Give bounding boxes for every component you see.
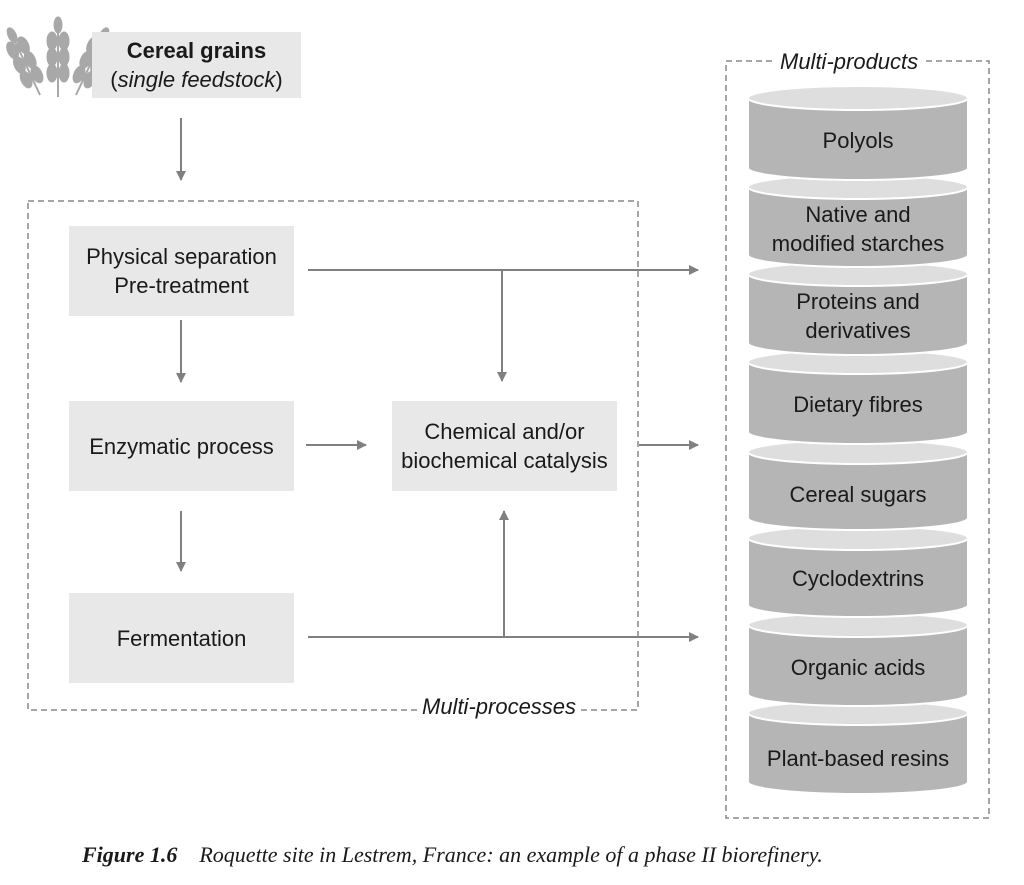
caption-text: Roquette site in Lestrem, France: an exa… <box>199 842 823 867</box>
product-label-cyclodextrins: Cyclodextrins <box>748 548 968 608</box>
product-text: Plant-based resins <box>766 745 950 771</box>
figure-number: Figure 1.6 <box>82 842 178 867</box>
enzymatic-label: Enzymatic process <box>89 433 274 459</box>
catalysis-box: Chemical and/or biochemical catalysis <box>392 401 617 491</box>
physical-separation-box: Physical separation Pre-treatment <box>69 226 294 316</box>
paren-close: ) <box>275 67 283 92</box>
catalysis-line-2: biochemical catalysis <box>401 448 608 473</box>
product-text: Polyols <box>822 127 894 153</box>
feedstock-subtitle: single feedstock <box>117 67 276 92</box>
cylinder-polyols <box>747 85 969 181</box>
physical-line-1: Physical separation <box>86 244 277 269</box>
product-label-polyols: Polyols <box>748 110 968 170</box>
cylinder-cyclodextrins <box>747 525 969 618</box>
multi-processes-frame <box>27 200 639 711</box>
cylinder-organic-acids <box>747 612 969 707</box>
product-text: derivatives <box>805 318 911 343</box>
product-label-starches: Native and modified starches <box>748 199 968 259</box>
cylinder-dietary-fibres <box>747 349 969 445</box>
cylinder-proteins <box>747 261 969 356</box>
feedstock-box: Cereal grains (single feedstock) <box>92 32 301 98</box>
feedstock-subtitle-line: (single feedstock) <box>110 65 282 94</box>
feedstock-title: Cereal grains <box>126 38 267 63</box>
product-stack <box>747 85 969 795</box>
product-text: Cyclodextrins <box>791 565 925 591</box>
product-text: modified starches <box>771 231 945 256</box>
paren-open: ( <box>110 67 118 92</box>
fermentation-label: Fermentation <box>116 625 247 651</box>
product-label-dietary-fibres: Dietary fibres <box>748 374 968 434</box>
product-label-proteins: Proteins and derivatives <box>748 286 968 346</box>
fermentation-box: Fermentation <box>69 593 294 683</box>
cylinder-starches <box>747 174 969 268</box>
catalysis-line-1: Chemical and/or <box>424 419 585 444</box>
enzymatic-process-box: Enzymatic process <box>69 401 294 491</box>
product-label-organic-acids: Organic acids <box>748 637 968 697</box>
physical-line-2: Pre-treatment <box>114 273 249 298</box>
figure-caption: Figure 1.6 Roquette site in Lestrem, Fran… <box>82 842 823 868</box>
product-text: Native and <box>805 202 911 227</box>
product-label-plant-based-resins: Plant-based resins <box>748 728 968 788</box>
product-text: Proteins and <box>796 289 920 314</box>
cylinder-plant-based-resins <box>747 700 969 795</box>
product-label-cereal-sugars: Cereal sugars <box>748 464 968 524</box>
product-text: Dietary fibres <box>793 391 923 417</box>
multi-products-label: Multi-products <box>776 49 923 75</box>
multi-processes-label: Multi-processes <box>418 694 581 720</box>
product-text: Organic acids <box>790 654 926 680</box>
cylinder-cereal-sugars <box>747 439 969 531</box>
product-text: Cereal sugars <box>789 481 927 507</box>
